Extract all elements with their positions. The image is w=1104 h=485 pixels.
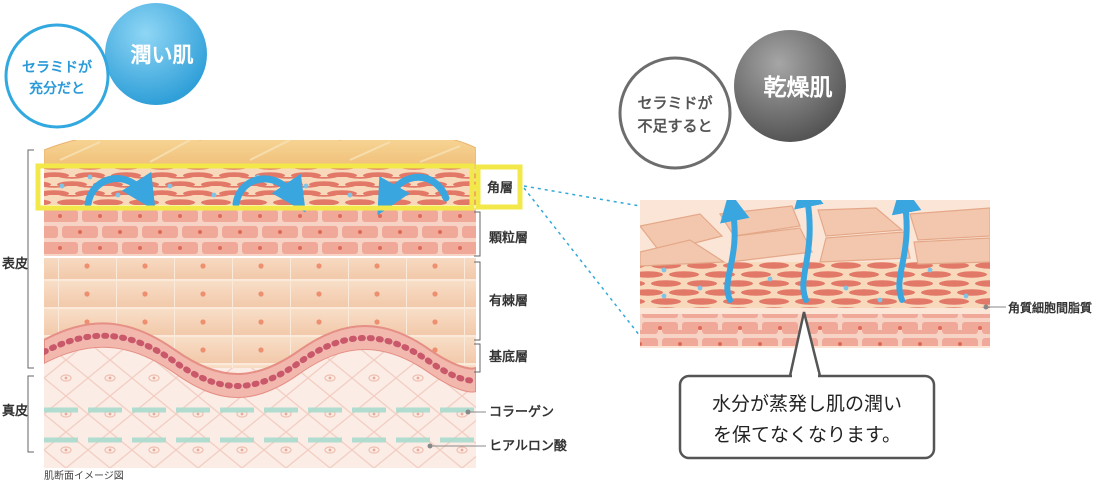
dry-badge: セラミドが 不足すると 乾燥肌 [618, 30, 846, 170]
dry-condition-line1: セラミドが [637, 94, 713, 112]
label-stratum-spinosum: 有棘層 [489, 293, 528, 309]
moist-condition-line2: 充分だと [29, 80, 85, 97]
moist-skin-section [44, 140, 476, 468]
label-collagen: コラーゲン [489, 404, 554, 420]
label-dermis: 真皮 [2, 403, 28, 419]
granular-layer-row2 [44, 224, 476, 240]
dry-condition-line2: 不足すると [637, 117, 712, 135]
callout-line1: 水分が蒸発し肌の潤い [712, 393, 902, 415]
callout-bubble: 水分が蒸発し肌の潤い を保てなくなります。 [678, 311, 936, 460]
moist-condition-circle [4, 23, 110, 129]
label-stratum-corneum: 角層 [487, 180, 513, 196]
label-epidermis: 表皮 [1, 256, 28, 272]
flaking-scales [640, 205, 990, 267]
evaporation-arrows [720, 200, 922, 303]
dry-condition-circle [618, 56, 732, 170]
moist-condition-line1: セラミドが [22, 59, 93, 76]
corneum-layer-row1 [44, 168, 476, 177]
moisture-arrows [84, 171, 450, 216]
moist-badge-circle [105, 3, 207, 105]
lipid-pointer [983, 304, 1006, 310]
dry-badge-circle [734, 30, 846, 142]
granular-layer-row1 [44, 208, 476, 224]
label-hyaluronic-acid: ヒアルロン酸 [489, 438, 568, 454]
fiber-pointer-dots [427, 409, 486, 449]
moist-skin-title: 潤い肌 [131, 43, 194, 67]
label-stratum-basale: 基底層 [488, 349, 528, 365]
zoom-connector-lines [523, 185, 641, 337]
label-stratum-granulosum: 顆粒層 [489, 230, 528, 246]
skin-surface [44, 140, 476, 169]
basal-layer [44, 322, 476, 399]
layer-brackets [27, 149, 481, 453]
diagram-caption: 肌断面イメージ図 [44, 469, 124, 482]
dry-skin-title: 乾燥肌 [764, 74, 833, 101]
dry-skin-section [640, 200, 990, 348]
label-intercellular-lipid: 角質細胞間脂質 [1008, 300, 1092, 315]
callout-line2: を保てなくなります。 [713, 424, 901, 446]
moist-badge: セラミドが 充分だと 潤い肌 [4, 3, 207, 129]
